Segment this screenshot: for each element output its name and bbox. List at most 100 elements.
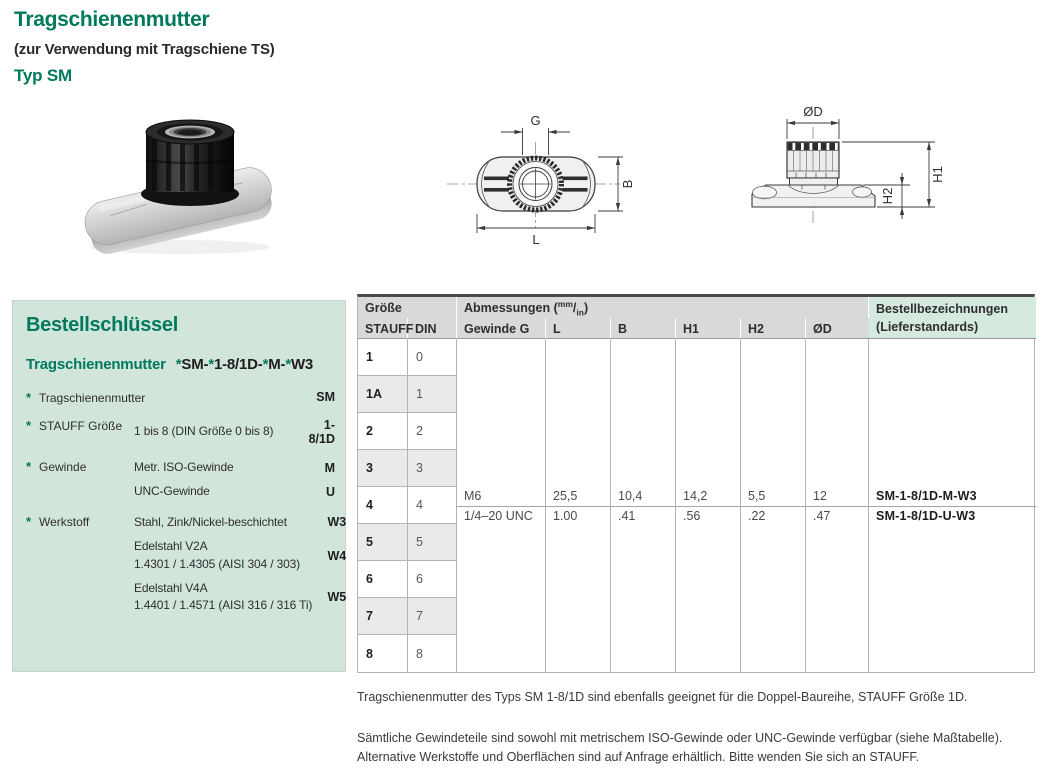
col-l: 25,5 1.00 [546, 339, 611, 672]
page-header: Tragschienenmutter (zur Verwendung mit T… [14, 8, 275, 86]
technical-drawing-side-view: ØD H1 H2 [751, 104, 945, 225]
stauff-size: 4 [358, 487, 408, 524]
stauff-size: 5 [358, 524, 408, 561]
stauff-size: 2 [358, 413, 408, 450]
order-code-star: * [262, 356, 269, 373]
stauff-size: 8 [358, 635, 408, 672]
metric-b: 10,4 [618, 488, 643, 503]
col-gewinde: M6 1/4–20 UNC [457, 339, 546, 672]
product-photo [84, 119, 272, 254]
header-din: DIN [408, 318, 457, 339]
group-label: Tragschienenmutter [39, 391, 146, 405]
table-header-group-row: Größe Abmessungen (mm/in) Bestellbezeich… [358, 297, 1037, 339]
page-subtitle: (zur Verwendung mit Tragschiene TS) [14, 41, 275, 58]
header-od: ØD [806, 318, 870, 339]
note-threads: Sämtliche Gewindeteile sind sowohl mit m… [357, 730, 1003, 745]
table-row: 7 7 [358, 598, 1036, 635]
stauff-size: 1 [358, 339, 408, 376]
metric-h1: 14,2 [683, 488, 708, 503]
option-code: W5 [327, 590, 347, 605]
order-key-group-product: * Tragschienenmutter SM [26, 390, 335, 405]
group-star: * [26, 513, 32, 529]
option-desc: Metr. ISO-Gewinde [134, 460, 234, 474]
col-od: 12 .47 [806, 339, 870, 672]
order-key-groups: *Tragschienenmutter SM *STAUFF Größe 1 b… [26, 390, 346, 615]
group-star: * [26, 459, 32, 474]
stauff-size: 7 [358, 598, 408, 635]
metric-h2: 5,5 [748, 488, 766, 503]
photo-knurled-nut [141, 119, 239, 206]
table-row: 3 3 [358, 450, 1036, 487]
table-row: 6 6 [358, 561, 1036, 598]
dim-label-b: B [620, 180, 635, 189]
table-row: 8 8 [358, 635, 1036, 672]
stauff-size: 6 [358, 561, 408, 598]
table-row: 5 5 [358, 524, 1036, 561]
group-star: * [26, 418, 32, 433]
dimension-g: G [501, 113, 570, 155]
order-key-title: Bestellschlüssel [26, 314, 178, 336]
order-code-segment: W3 [290, 356, 314, 373]
group-label: Werkstoff [39, 514, 90, 529]
metric-od: 12 [813, 488, 827, 503]
option-desc: Stahl, Zink/Nickel-beschichtet [134, 514, 287, 529]
order-key-group-material: * Werkstoff Stahl, Zink/Nickel-beschichte… [26, 513, 346, 615]
order-key-panel: Bestellschlüssel Tragschienenmutter*SM-*… [12, 300, 346, 672]
metric-gewinde: M6 [464, 488, 482, 503]
table-row: 4 4 [358, 487, 1036, 524]
table-row: 1A 1 [358, 376, 1036, 413]
option-code: 1-8/1D [308, 418, 335, 446]
order-code-inch: SM-1-8/1D-U-W3 [869, 505, 1037, 525]
option-desc-line2: 1.4401 / 1.4571 (AISI 316 / 316 Ti) [134, 598, 313, 613]
order-product-name: Tragschienenmutter [26, 356, 166, 373]
inch-od: .47 [806, 505, 869, 525]
dimension-od: ØD [786, 104, 840, 139]
group-label: Gewinde [39, 460, 87, 474]
dim-label-h1: H1 [930, 166, 945, 183]
slot-bar [484, 176, 509, 181]
option-code: SM [316, 390, 335, 404]
col-h2: 5,5 .22 [741, 339, 806, 672]
header-stauff: STAUFF [358, 318, 413, 339]
dimension-h1: H1 [842, 141, 945, 208]
table-row: 1 0 M6 1/4–20 UNC 25,5 1.00 10,4 .41 14,… [358, 339, 1037, 672]
header-groesse: Größe [358, 297, 457, 318]
din-size: 3 [408, 450, 457, 487]
group-star: * [26, 390, 32, 405]
note-doppel-baureihe: Tragschienenmutter des Typs SM 1-8/1D si… [357, 690, 968, 704]
dimension-b: B [598, 156, 635, 212]
option-desc: 1 bis 8 (DIN Größe 0 bis 8) [134, 424, 274, 439]
order-code-segment: 1-8/1D- [213, 356, 263, 373]
page-title: Tragschienenmutter [14, 8, 210, 31]
option-desc: Edelstahl V4A [134, 580, 208, 595]
header-h1: H1 [676, 318, 741, 339]
slot-bar [562, 188, 588, 192]
header-h2: H2 [741, 318, 806, 339]
col-order-codes: SM-1-8/1D-M-W3 SM-1-8/1D-U-W3 [869, 339, 1037, 672]
inch-h2: .22 [741, 505, 805, 525]
dimensions-table-wrapper: Größe Abmessungen (mm/in) Bestellbezeich… [357, 294, 1037, 673]
inch-gewinde: 1/4–20 UNC [457, 505, 545, 525]
header-abmessungen: Abmessungen (mm/in) [457, 297, 870, 318]
order-code-star: * [285, 356, 291, 373]
knurled-nut-side [786, 141, 840, 186]
notes: Tragschienenmutter des Typs SM 1-8/1D si… [357, 688, 1039, 766]
option-code: W3 [327, 515, 347, 530]
stauff-size: 1A [358, 376, 408, 413]
order-code-star: * [208, 356, 214, 373]
dim-label-od: ØD [803, 104, 823, 119]
header-b: B [611, 318, 676, 339]
din-size: 7 [408, 598, 457, 635]
col-b: 10,4 .41 [611, 339, 676, 672]
option-code: U [325, 485, 335, 500]
type-label: Typ SM [14, 66, 72, 85]
din-size: 0 [408, 339, 457, 376]
din-size: 1 [408, 376, 457, 413]
col-h1: 14,2 .56 [676, 339, 741, 672]
option-code: M [324, 460, 335, 475]
stauff-size: 3 [358, 450, 408, 487]
order-code-line: Tragschienenmutter*SM-*1-8/1D-*M-*W3 [26, 356, 335, 373]
table-header-row: STAUFF DIN Gewinde G L B H1 H2 ØD [358, 318, 1036, 339]
